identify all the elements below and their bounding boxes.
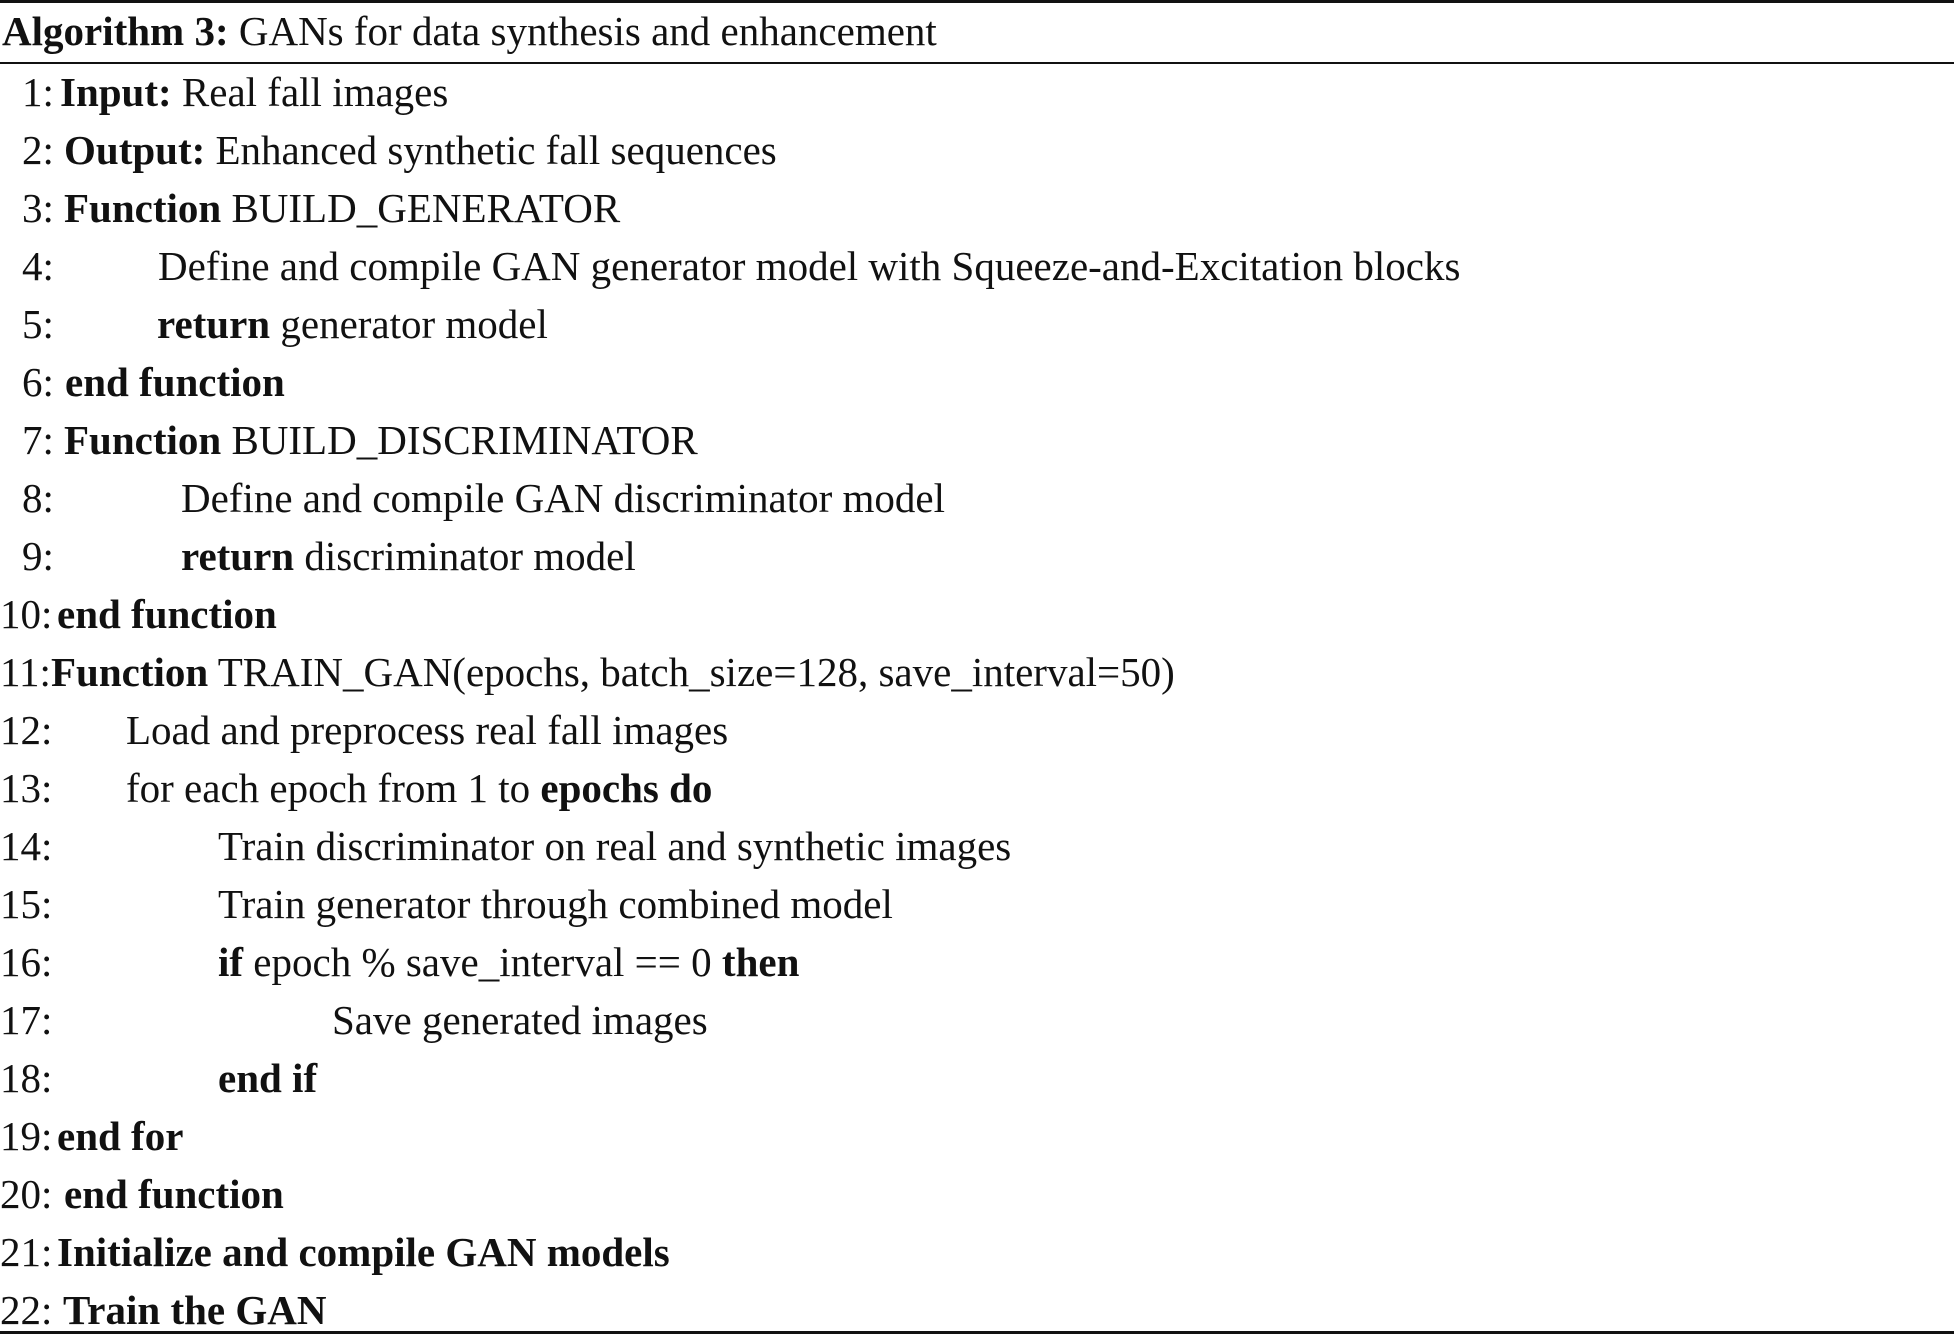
- line-number: 7:: [22, 417, 54, 463]
- line-code: Define and compile GAN discriminator mod…: [181, 473, 945, 523]
- statement: BUILD_DISCRIMINATOR: [231, 417, 698, 463]
- line-number: 21:: [0, 1229, 53, 1275]
- line-code: Train generator through combined model: [218, 879, 893, 929]
- line-number: 8:: [22, 475, 54, 521]
- keyword: return: [181, 533, 295, 579]
- statement: for each epoch from 1 to: [126, 765, 531, 811]
- line-number: 9:: [22, 533, 54, 579]
- statement: discriminator model: [304, 533, 636, 579]
- keyword: epochs do: [540, 765, 713, 811]
- statement: Enhanced synthetic fall sequences: [215, 127, 777, 173]
- line-number: 16:: [0, 939, 53, 985]
- line-number: 6:: [22, 359, 54, 405]
- line-code: end for: [57, 1111, 183, 1161]
- line-code: Load and preprocess real fall images: [126, 705, 728, 755]
- line-number: 22:: [0, 1287, 53, 1333]
- line-number: 10:: [0, 591, 53, 637]
- algorithm-label: Algorithm 3:: [2, 8, 229, 54]
- line-number: 18:: [0, 1055, 53, 1101]
- keyword: Output:: [64, 127, 206, 173]
- algorithm-caption: Algorithm 3: GANs for data synthesis and…: [2, 6, 937, 56]
- line-code: return generator model: [157, 299, 548, 349]
- line-number: 1:: [22, 69, 54, 115]
- statement: Save generated images: [332, 997, 708, 1043]
- keyword: end function: [64, 1171, 284, 1217]
- line-code: Initialize and compile GAN models: [57, 1227, 670, 1277]
- statement: Define and compile GAN discriminator mod…: [181, 475, 945, 521]
- line-code: Input: Real fall images: [60, 67, 448, 117]
- line-code: Save generated images: [332, 995, 708, 1045]
- line-number: 11:: [0, 649, 51, 695]
- statement: Train generator through combined model: [218, 881, 893, 927]
- line-code: for each epoch from 1 to epochs do: [126, 763, 712, 813]
- line-number: 20:: [0, 1171, 53, 1217]
- statement: Real fall images: [181, 69, 449, 115]
- statement: Train discriminator on real and syntheti…: [218, 823, 1012, 869]
- keyword: Input:: [60, 69, 172, 115]
- keyword: end for: [57, 1113, 184, 1159]
- line-number: 14:: [0, 823, 53, 869]
- line-code: Function TRAIN_GAN(epochs, batch_size=12…: [51, 647, 1175, 697]
- line-number: 5:: [22, 301, 54, 347]
- line-number: 19:: [0, 1113, 53, 1159]
- line-code: end function: [65, 357, 285, 407]
- line-code: end if: [218, 1053, 317, 1103]
- line-number: 12:: [0, 707, 53, 753]
- line-code: Define and compile GAN generator model w…: [158, 241, 1460, 291]
- keyword: then: [721, 939, 800, 985]
- top-rule: [0, 0, 1954, 3]
- statement: Define and compile GAN generator model w…: [158, 243, 1461, 289]
- line-code: Train discriminator on real and syntheti…: [218, 821, 1011, 871]
- statement: Load and preprocess real fall images: [126, 707, 729, 753]
- line-code: Function BUILD_GENERATOR: [64, 183, 620, 233]
- keyword: end function: [57, 591, 277, 637]
- line-code: Train the GAN: [63, 1285, 326, 1335]
- line-number: 15:: [0, 881, 53, 927]
- keyword: Function: [64, 185, 222, 231]
- keyword: return: [157, 301, 271, 347]
- keyword: Function: [64, 417, 222, 463]
- line-code: end function: [57, 589, 277, 639]
- statement: BUILD_GENERATOR: [231, 185, 621, 231]
- keyword: end if: [218, 1055, 318, 1101]
- line-number: 17:: [0, 997, 53, 1043]
- statement: TRAIN_GAN(epochs, batch_size=128, save_i…: [217, 649, 1175, 695]
- line-code: Function BUILD_DISCRIMINATOR: [64, 415, 698, 465]
- line-code: if epoch % save_interval == 0 then: [218, 937, 799, 987]
- line-code: end function: [64, 1169, 284, 1219]
- keyword: Function: [51, 649, 209, 695]
- statement: generator model: [280, 301, 548, 347]
- line-code: Output: Enhanced synthetic fall sequence…: [64, 125, 777, 175]
- keyword: end function: [65, 359, 285, 405]
- bottom-rule: [0, 1331, 1954, 1334]
- line-number: 2:: [22, 127, 54, 173]
- keyword: Train the GAN: [63, 1287, 327, 1333]
- keyword: if: [218, 939, 244, 985]
- caption-rule: [0, 62, 1954, 64]
- line-number: 3:: [22, 185, 54, 231]
- line-number: 4:: [22, 243, 54, 289]
- line-number: 13:: [0, 765, 53, 811]
- line-code: return discriminator model: [181, 531, 636, 581]
- statement: epoch % save_interval == 0: [253, 939, 712, 985]
- keyword: Initialize and compile GAN models: [57, 1229, 670, 1275]
- algorithm-title: GANs for data synthesis and enhancement: [238, 8, 937, 54]
